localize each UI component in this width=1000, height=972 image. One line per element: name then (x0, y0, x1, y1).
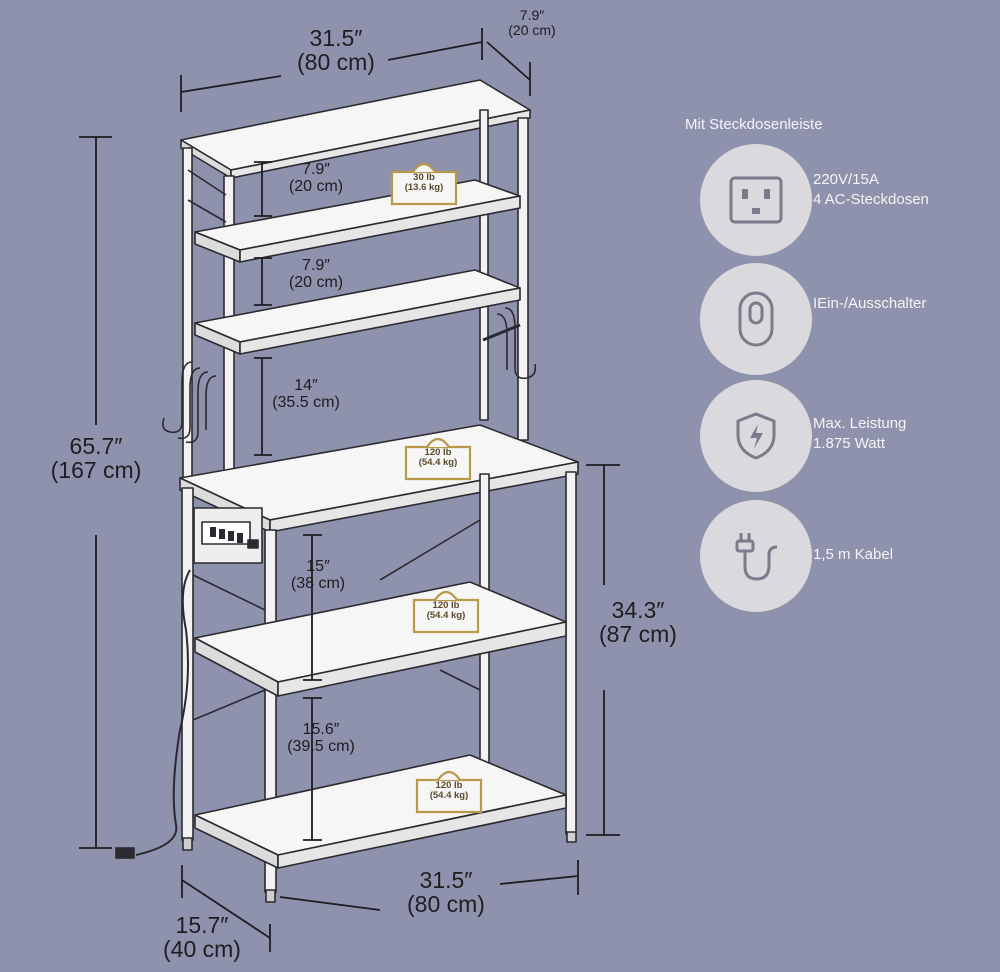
panel-title: Mit Steckdosenleiste (685, 116, 823, 133)
load-badge: 30 lb(13.6 kg) (404, 172, 444, 194)
shield-bolt-icon (700, 380, 812, 492)
dim-total-height: 65.7″(167 cm) (50, 433, 142, 484)
dim-top-depth: 7.9″(20 cm) (508, 7, 556, 38)
dim-gap-1: 7.9″(20 cm) (288, 161, 344, 195)
dim-gap-5: 15.6″(39.5 cm) (287, 721, 355, 755)
socket-icon (700, 144, 812, 256)
load-badge: 120 lb(54.4 kg) (426, 600, 466, 622)
dim-top-width: 31.5″(80 cm) (297, 25, 375, 76)
switch-icon (700, 263, 812, 375)
dim-gap-2: 7.9″(20 cm) (288, 257, 344, 291)
dim-bottom-depth: 15.7″(40 cm) (163, 912, 241, 963)
load-badge: 120 lb(54.4 kg) (418, 447, 458, 469)
dim-gap-3: 14″(35.5 cm) (272, 377, 340, 411)
dim-base-height: 34.3″(87 cm) (599, 597, 677, 648)
dim-bottom-width: 31.5″(80 cm) (407, 867, 485, 918)
dim-gap-4: 15″(38 cm) (290, 558, 346, 592)
load-badge: 120 lb(54.4 kg) (429, 780, 469, 802)
plug-cable-icon (700, 500, 812, 612)
